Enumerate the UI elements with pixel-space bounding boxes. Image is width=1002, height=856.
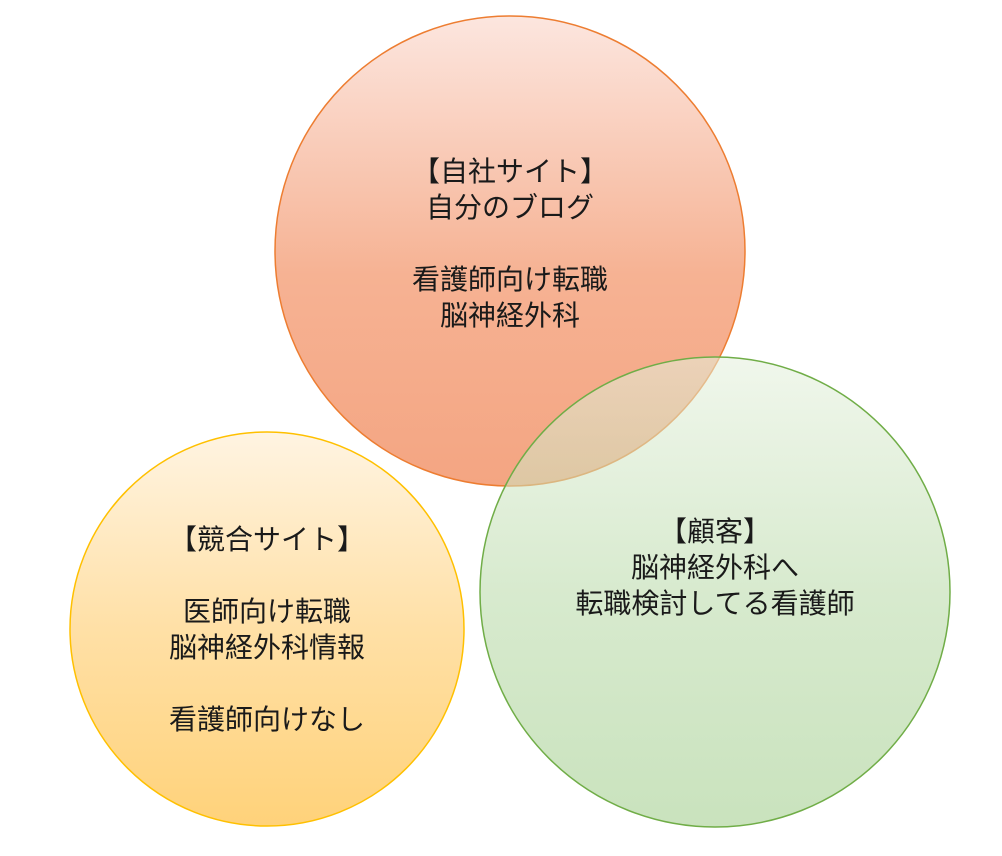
- customer-circle: [479, 356, 951, 828]
- own-site-label: 【自社サイト】 自分のブログ 看護師向け転職 脳神経外科: [412, 154, 608, 334]
- spacer: [169, 666, 365, 702]
- competitor-site-title: 【競合サイト】: [168, 523, 366, 556]
- customer-label: 【顧客】 脳神経外科へ 転職検討してる看護師: [575, 514, 854, 622]
- own-site-line: 自分のブログ: [425, 191, 595, 224]
- competitor-site-line: 脳神経外科情報: [168, 631, 366, 664]
- own-site-title: 【自社サイト】: [411, 155, 609, 188]
- competitor-site-line: 医師向け転職: [182, 595, 352, 628]
- competitor-site-line: 看護師向けなし: [168, 703, 366, 736]
- competitor-site-circle: [69, 431, 465, 827]
- customer-title: 【顧客】: [658, 515, 772, 548]
- customer-line: 転職検討してる看護師: [575, 587, 855, 620]
- spacer: [169, 558, 365, 594]
- customer-line: 脳神経外科へ: [630, 551, 800, 584]
- own-site-line: 脳神経外科: [439, 299, 581, 332]
- spacer: [412, 226, 608, 262]
- own-site-line: 看護師向け転職: [411, 263, 609, 296]
- competitor-site-label: 【競合サイト】 医師向け転職 脳神経外科情報 看護師向けなし: [169, 522, 365, 738]
